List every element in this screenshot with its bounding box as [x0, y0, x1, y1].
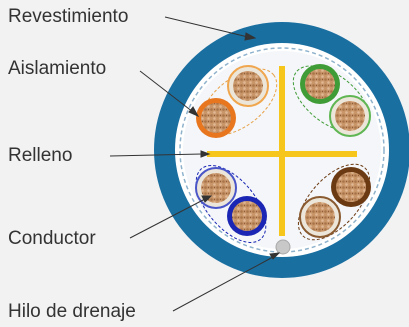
conductor-blue-solid — [232, 201, 262, 231]
conductor-green-striped — [335, 101, 365, 131]
conductor-brown-striped — [305, 202, 335, 232]
label-filler: Relleno — [8, 145, 73, 166]
arrow-insulation — [188, 106, 200, 118]
label-sheath: Revestimiento — [8, 6, 129, 27]
pair-brown-outline — [297, 163, 371, 241]
conductor-orange-solid — [201, 103, 231, 133]
drain-wire — [275, 239, 291, 255]
conductor-orange-striped — [233, 71, 263, 101]
pair-orange-outline — [200, 68, 278, 136]
conductor-green-solid — [305, 69, 335, 99]
leader-drain — [172, 256, 274, 312]
label-drain-wire: Hilo de drenaje — [8, 301, 136, 322]
arrow-filler — [200, 150, 211, 158]
dashed-shield-ring — [179, 47, 385, 253]
arrow-drain — [269, 252, 281, 260]
leader-insulation — [139, 70, 194, 113]
arrow-sheath — [244, 32, 257, 41]
label-insulation: Aislamiento — [8, 58, 107, 79]
leader-sheath — [164, 16, 249, 38]
leader-filler — [109, 153, 203, 157]
arrow-conductor — [201, 195, 213, 203]
conductor-brown-solid — [336, 172, 366, 202]
leader-conductor — [129, 198, 206, 239]
label-conductor: Conductor — [8, 228, 96, 249]
filler-horizontal — [207, 151, 357, 157]
